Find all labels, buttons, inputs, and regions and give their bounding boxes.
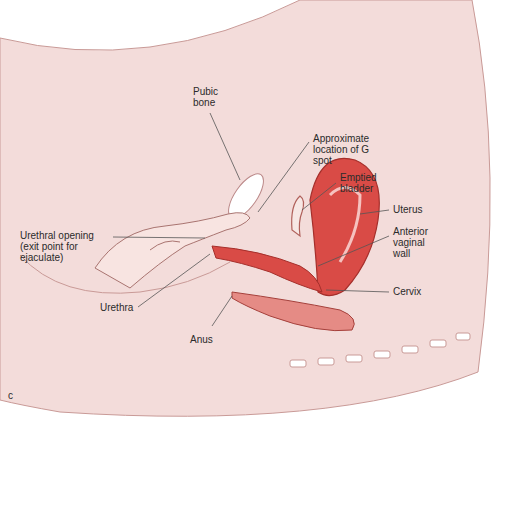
finger-crease: [150, 241, 180, 250]
label-holder: Anterior vaginal wall: [393, 226, 443, 259]
label-holder: Approximate location of G spot: [313, 133, 377, 166]
label-holder: Urethral opening (exit point for ejacula…: [20, 230, 112, 263]
part-label: Uterus: [393, 204, 443, 215]
bladder: [292, 196, 304, 236]
part-label: Urethra: [100, 302, 150, 313]
part-label: Emptied bladder: [340, 172, 388, 194]
label-holder: Anus: [190, 334, 230, 345]
hand: [95, 213, 250, 288]
body-outline: [0, 0, 490, 416]
part-label: c: [8, 390, 20, 401]
label-holder: c: [8, 390, 20, 401]
part-label: Pubic bone: [193, 86, 227, 108]
label-holder: Urethra: [100, 302, 150, 313]
uterine-cavity: [330, 188, 360, 263]
label-holder: Cervix: [393, 286, 443, 297]
label-holder: Emptied bladder: [340, 172, 388, 194]
part-label: Urethral opening (exit point for ejacula…: [20, 230, 112, 263]
spine: [290, 333, 470, 367]
part-label: Approximate location of G spot: [313, 133, 377, 166]
part-label: Cervix: [393, 286, 443, 297]
label-holder: Uterus: [393, 204, 443, 215]
vagina: [212, 246, 322, 292]
label-holder: Pubic bone: [193, 86, 227, 108]
part-label: Anterior vaginal wall: [393, 226, 443, 259]
part-label: Anus: [190, 334, 230, 345]
rectum: [232, 292, 354, 331]
leader-lines: [113, 113, 389, 326]
